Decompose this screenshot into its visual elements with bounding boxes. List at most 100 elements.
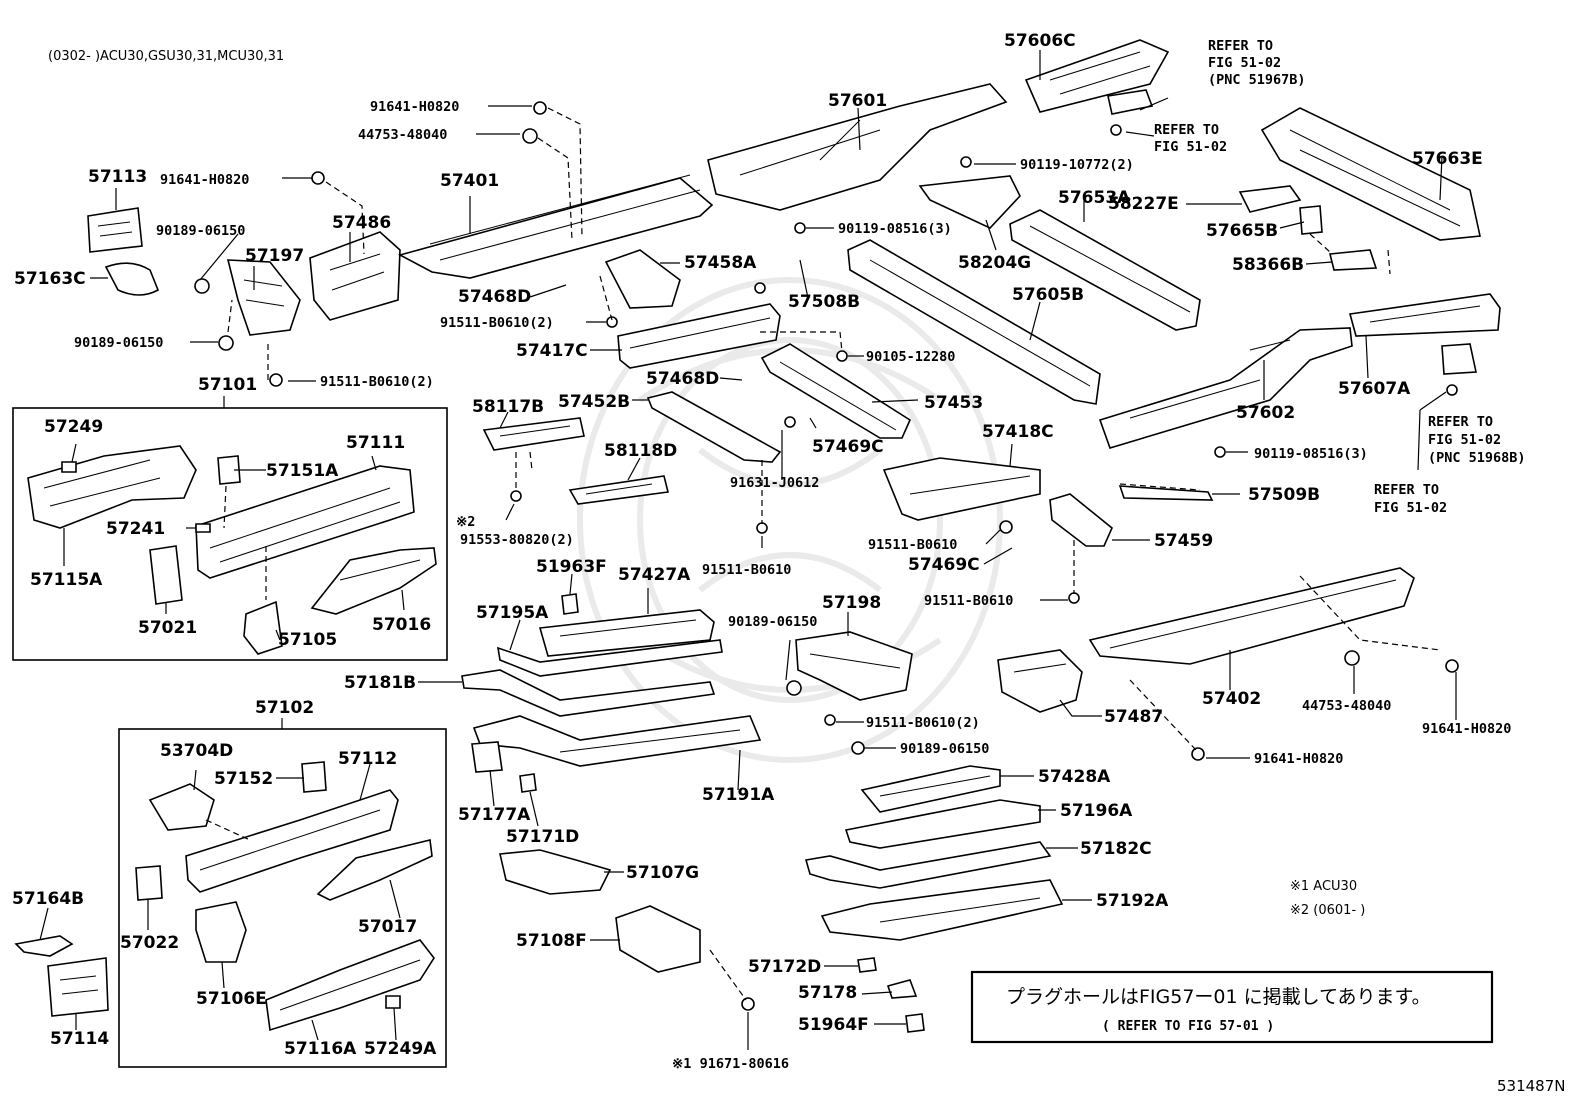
label-91641-h0820-a: 91641-H0820	[160, 172, 249, 188]
label-57163c: 57163C	[14, 269, 86, 289]
refer-1-line-1: REFER TO	[1208, 38, 1273, 54]
label-57108f: 57108F	[516, 931, 587, 951]
label-57417c: 57417C	[516, 341, 588, 361]
label-57468d-a: 57468D	[458, 287, 531, 307]
label-57022: 57022	[120, 933, 179, 953]
label-91511-b0610-f: 91511-B0610(2)	[866, 715, 980, 731]
label-57249: 57249	[44, 417, 103, 437]
header-model-codes: (0302- )ACU30,GSU30,31,MCU30,31	[48, 49, 284, 64]
label-57509b: 57509B	[1248, 485, 1320, 505]
label-57181b: 57181B	[344, 673, 416, 693]
part-labels: 57113 91641-H0820 90189-06150 57163C 901…	[12, 31, 1511, 1072]
leader-lines	[39, 50, 1457, 1050]
label-57601: 57601	[828, 91, 887, 111]
label-44753-48040-a: 44753-48040	[358, 127, 447, 143]
refer-3-line-1: REFER TO	[1428, 414, 1493, 430]
label-57459: 57459	[1154, 531, 1213, 551]
label-57401: 57401	[440, 171, 499, 191]
label-90189-06150-b: 90189-06150	[74, 335, 163, 351]
label-91511-b0610-d: 91511-B0610	[868, 537, 957, 553]
label-57402: 57402	[1202, 689, 1261, 709]
label-57486: 57486	[332, 213, 391, 233]
label-57192a: 57192A	[1096, 891, 1169, 911]
dashed-guides	[205, 107, 1441, 1001]
refer-4-line-1: REFER TO	[1374, 482, 1439, 498]
label-57172d: 57172D	[748, 957, 821, 977]
label-57418c: 57418C	[982, 422, 1054, 442]
refer-2-line-2: FIG 51-02	[1154, 139, 1227, 155]
label-57469c-a: 57469C	[812, 437, 884, 457]
label-57607a: 57607A	[1338, 379, 1411, 399]
label-57428a: 57428A	[1038, 767, 1111, 787]
label-57197: 57197	[245, 246, 304, 266]
label-57182c: 57182C	[1080, 839, 1152, 859]
label-44753-48040-b: 44753-48040	[1302, 698, 1391, 714]
label-57487: 57487	[1104, 707, 1163, 727]
label-57112: 57112	[338, 749, 397, 769]
label-91553-80820: 91553-80820(2)	[460, 532, 574, 548]
label-58366b: 58366B	[1232, 255, 1304, 275]
label-57164b: 57164B	[12, 889, 84, 909]
label-57177a: 57177A	[458, 805, 531, 825]
fastener-symbols	[194, 101, 1459, 1011]
label-57016: 57016	[372, 615, 431, 635]
label-57152: 57152	[214, 769, 273, 789]
label-57241: 57241	[106, 519, 165, 539]
label-91511-b0610-a: 91511-B0610(2)	[320, 374, 434, 390]
label-57452b: 57452B	[558, 392, 630, 412]
label-91511-b0610-b: 91511-B0610(2)	[440, 315, 554, 331]
label-57468d-b: 57468D	[646, 369, 719, 389]
label-58117b: 58117B	[472, 397, 544, 417]
label-57602: 57602	[1236, 403, 1295, 423]
label-51964f: 51964F	[798, 1015, 869, 1035]
label-57653a: 57653A	[1058, 188, 1131, 208]
notice-subtext: ( REFER TO FIG 57-01 )	[1102, 1019, 1274, 1034]
label-57151a: 57151A	[266, 461, 339, 481]
label-90189-06150-d: 90189-06150	[900, 741, 989, 757]
label-57107g: 57107G	[626, 863, 699, 883]
refer-1-line-2: FIG 51-02	[1208, 55, 1281, 71]
note-acu30: ※1 ACU30	[1290, 879, 1357, 894]
label-57663e: 57663E	[1412, 149, 1483, 169]
label-57249a: 57249A	[364, 1039, 437, 1059]
label-58227e: 58227E	[1108, 194, 1179, 214]
group-frame-57101	[12, 407, 448, 661]
footer-code: 531487N	[1497, 1077, 1565, 1095]
label-57116a: 57116A	[284, 1039, 357, 1059]
label-51963f: 51963F	[536, 557, 607, 577]
refer-notes: REFER TO FIG 51-02 (PNC 51967B) REFER TO…	[1154, 38, 1526, 516]
refer-1-line-3: (PNC 51967B)	[1208, 72, 1306, 88]
refer-3-line-3: (PNC 51968B)	[1428, 450, 1526, 466]
label-57111: 57111	[346, 433, 405, 453]
label-57106e: 57106E	[196, 989, 267, 1009]
label-57606c: 57606C	[1004, 31, 1076, 51]
label-57105: 57105	[278, 630, 337, 650]
label-91511-b0610-c: 91511-B0610	[702, 562, 791, 578]
label-90119-08516-a: 90119-08516(3)	[838, 221, 952, 237]
label-91641-h0820-d: 91641-H0820	[1254, 751, 1343, 767]
label-53704d: 53704D	[160, 741, 233, 761]
label-57171d: 57171D	[506, 827, 579, 847]
label-91641-h0820-b: 91641-H0820	[370, 99, 459, 115]
group-label-57101: 57101	[198, 375, 257, 395]
label-57508b: 57508B	[788, 292, 860, 312]
label-57021: 57021	[138, 618, 197, 638]
label-58204g: 58204G	[958, 253, 1031, 273]
label-57195a: 57195A	[476, 603, 549, 623]
label-91641-h0820-c: 91641-H0820	[1422, 721, 1511, 737]
label-91671-80616: ※1 91671-80616	[672, 1056, 789, 1072]
label-91511-b0610-e: 91511-B0610	[924, 593, 1013, 609]
label-57113: 57113	[88, 167, 147, 187]
label-57605b: 57605B	[1012, 285, 1084, 305]
label-90105-12280: 90105-12280	[866, 349, 955, 365]
label-57114: 57114	[50, 1029, 109, 1049]
label-57191a: 57191A	[702, 785, 775, 805]
part-shapes	[14, 39, 1501, 1033]
label-90119-08516-b: 90119-08516(3)	[1254, 446, 1368, 462]
label-57453: 57453	[924, 393, 983, 413]
refer-2-line-1: REFER TO	[1154, 122, 1219, 138]
label-91631-j0612: 91631-J0612	[730, 475, 819, 491]
notice-box	[970, 970, 1494, 1044]
label-57017: 57017	[358, 917, 417, 937]
